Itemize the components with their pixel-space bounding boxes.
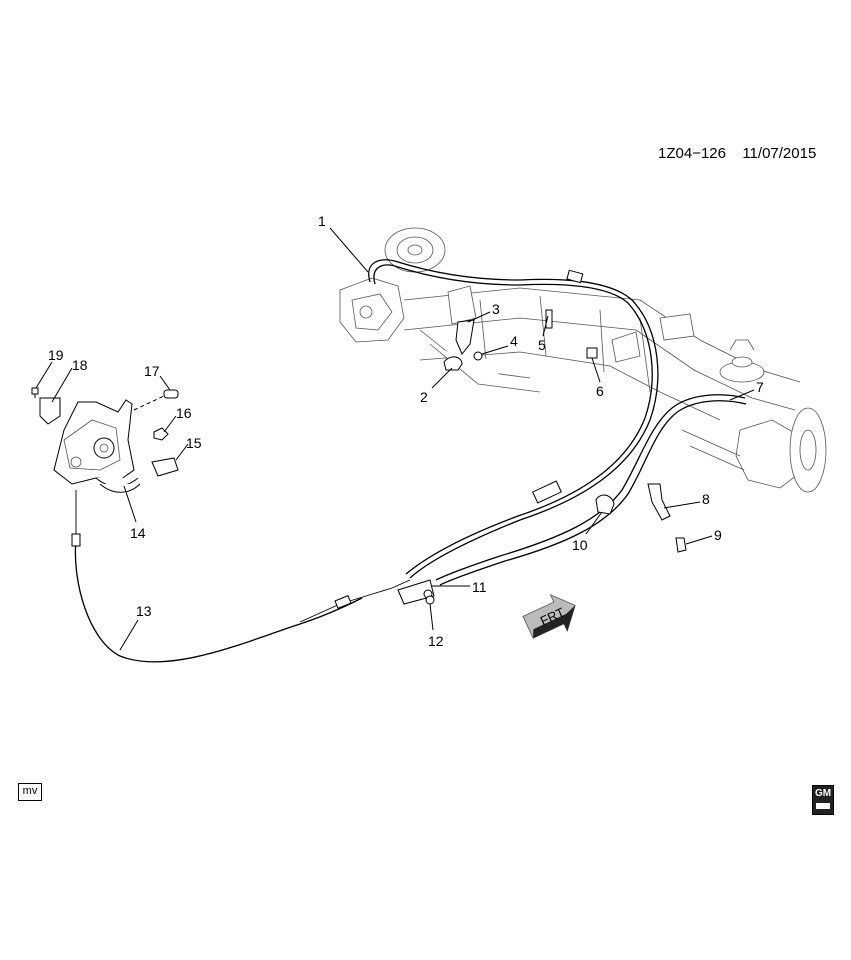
callout-18: 18: [72, 357, 88, 373]
callout-labels: 1 2 3 4 5 6 7 8 9 10 11 12 13 14 15 16 1…: [48, 213, 764, 649]
brake-cable-routing: [71, 259, 747, 663]
parking-brake-pedal-assembly: [31, 387, 179, 493]
callout-2: 2: [420, 389, 428, 405]
diagram-reference: 1Z04−126 11/07/2015: [658, 145, 816, 162]
gm-logo-underbar: [816, 803, 830, 809]
callout-14: 14: [130, 525, 146, 541]
callout-19: 19: [48, 347, 64, 363]
callout-16: 16: [176, 405, 192, 421]
view-tag-label: mv: [22, 785, 38, 797]
front-direction-arrow-icon: FRT: [522, 594, 576, 639]
callout-10: 10: [572, 537, 588, 553]
callout-3: 3: [492, 301, 500, 317]
callout-17: 17: [144, 363, 160, 379]
gm-logo-icon: GM: [812, 785, 834, 815]
rear-axle-frame-assembly: [339, 227, 827, 493]
callout-4: 4: [510, 333, 518, 349]
view-tag: mv: [18, 783, 42, 801]
callout-15: 15: [186, 435, 202, 451]
callout-5: 5: [538, 337, 546, 353]
callout-13: 13: [136, 603, 152, 619]
callout-1: 1: [318, 213, 326, 229]
callout-leaders: [35, 227, 755, 651]
callout-9: 9: [714, 527, 722, 543]
callout-8: 8: [702, 491, 710, 507]
gm-logo-text: GM: [814, 788, 832, 799]
callout-6: 6: [596, 383, 604, 399]
reference-date: 11/07/2015: [742, 145, 817, 162]
callout-7: 7: [756, 379, 764, 395]
callout-11: 11: [472, 579, 487, 595]
callout-12: 12: [428, 633, 444, 649]
reference-code: 1Z04−126: [658, 145, 726, 162]
